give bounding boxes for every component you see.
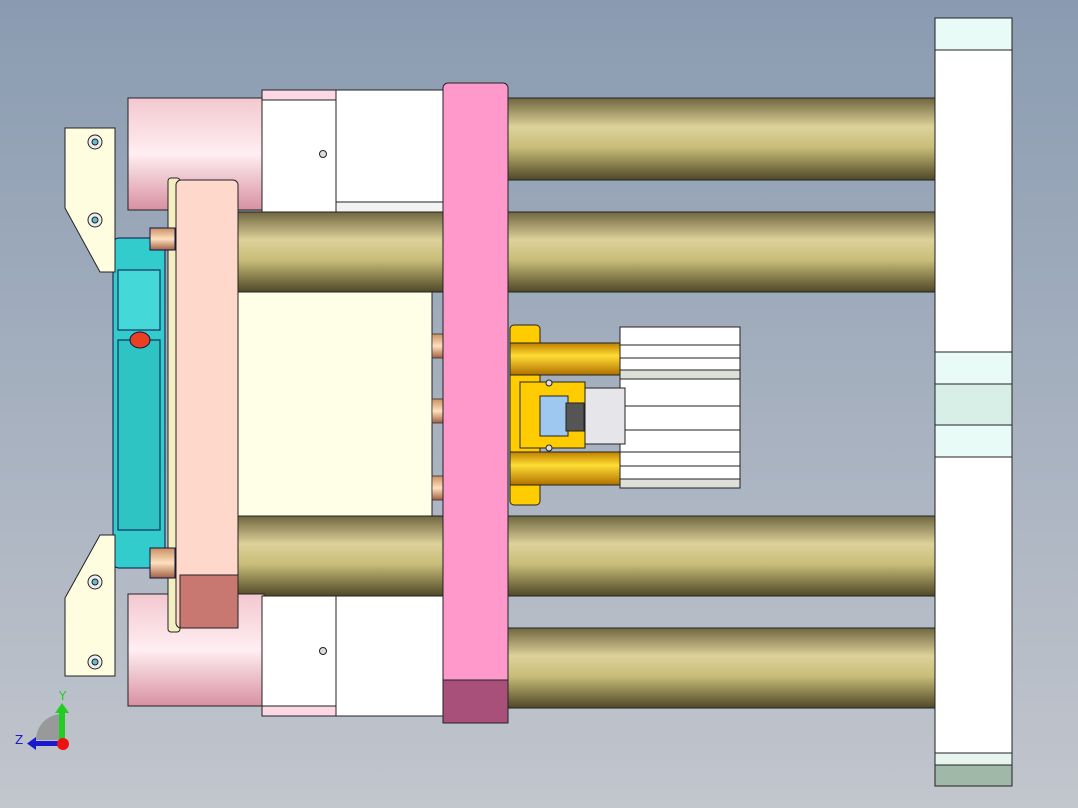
x-axis-dot [57, 738, 69, 750]
front-plate[interactable] [167, 177, 239, 633]
tie-rod [235, 211, 936, 293]
cyan-mold-plate [112, 227, 176, 579]
mold-block [235, 291, 433, 517]
tie-rod [504, 627, 936, 709]
tie-rod [235, 515, 936, 597]
mounting-brackets [64, 127, 116, 677]
z-axis-label: Z [15, 733, 23, 747]
z-axis-arrow [34, 741, 62, 746]
moving-plate[interactable] [442, 82, 509, 724]
ejector-cylinder[interactable] [509, 324, 741, 506]
stationary-plate[interactable] [934, 17, 1013, 787]
tie-rods [235, 97, 936, 709]
triad-arc [36, 714, 62, 740]
tie-rod [504, 97, 936, 181]
orientation-triad[interactable]: Y Z [15, 689, 69, 750]
y-axis-label: Y [58, 689, 67, 703]
guide-pins [431, 333, 445, 501]
y-axis-arrow [59, 712, 65, 740]
